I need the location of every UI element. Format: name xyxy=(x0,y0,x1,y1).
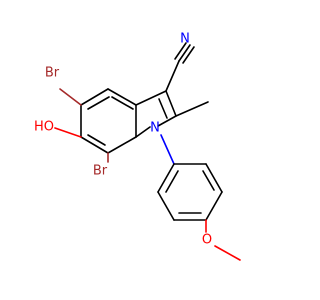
bond-aryl-2 xyxy=(205,163,223,193)
bond-aryl-5 xyxy=(157,191,175,221)
bond-aryl-6 xyxy=(157,163,175,193)
bromine-label-bottom: Br xyxy=(93,164,108,179)
bromine-label-top: Br xyxy=(45,66,60,81)
ring-nitrogen-label: N xyxy=(150,121,160,136)
bond-c7-c6-double xyxy=(87,134,106,146)
bond-c7-c6 xyxy=(80,136,109,154)
bond-aryl-inner-1 xyxy=(202,170,215,191)
bond-c3a-c3 xyxy=(135,90,167,106)
bond-aryl-3 xyxy=(205,191,223,221)
nitrile-nitrogen-label: N xyxy=(180,32,190,47)
bond-c7a-c7 xyxy=(107,136,137,154)
bonds xyxy=(54,42,241,261)
chemical-structure-diagram: Br HO Br N N O xyxy=(34,32,241,261)
bond-nitrile-triple-1 xyxy=(178,44,191,62)
bond-n1-aryl xyxy=(160,134,175,165)
hydroxyl-label: HO xyxy=(34,120,54,135)
bond-c4-c3a xyxy=(107,88,137,106)
bond-o-methyl xyxy=(214,245,241,261)
bond-c3-c2 xyxy=(165,90,177,117)
bond-c6-oh xyxy=(54,127,82,138)
bond-c2-methyl xyxy=(175,101,209,117)
methoxy-oxygen-label: O xyxy=(202,233,212,248)
bond-c7a-n1 xyxy=(135,126,151,138)
bond-aryl-inner-3 xyxy=(165,170,179,193)
bond-c3-c2-double xyxy=(158,98,168,119)
bond-c5-c4 xyxy=(80,88,109,106)
bond-c5-c4-inner xyxy=(87,96,110,110)
bond-c5-br xyxy=(59,88,82,106)
bond-c2-n1 xyxy=(157,115,177,127)
atom-labels: Br HO Br N N O xyxy=(34,32,212,248)
bond-c4-c3a-double xyxy=(111,96,134,110)
bond-nitrile-triple-2 xyxy=(182,46,195,64)
bond-c3-cn xyxy=(165,60,180,92)
bond-nitrile-triple-3 xyxy=(174,42,187,60)
